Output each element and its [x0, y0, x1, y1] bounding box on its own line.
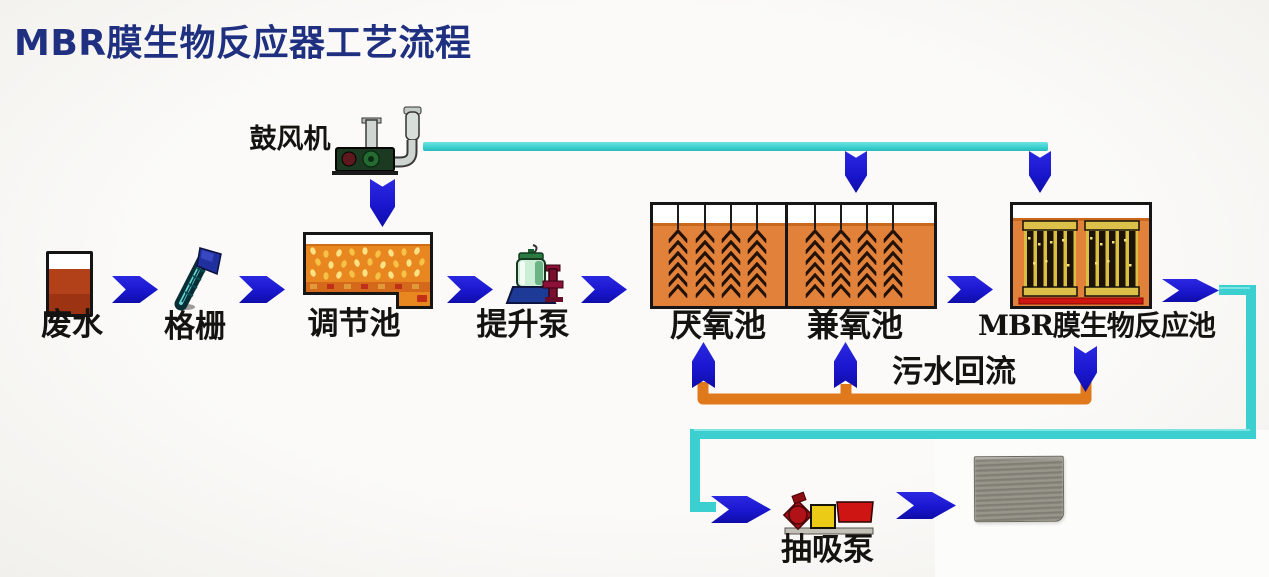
bar-screen-icon — [174, 247, 222, 311]
air-arrow-to-facultative-tank — [845, 151, 867, 193]
effluent-line — [690, 285, 1256, 512]
bio-tank-divider — [785, 205, 788, 306]
blower-icon — [332, 106, 422, 175]
mbr-membrane-modules — [1018, 220, 1144, 305]
regulating-tank — [303, 232, 433, 295]
return-arrow-from-mbr — [1074, 346, 1097, 392]
bio-tank — [650, 202, 937, 309]
effluent-photo — [973, 455, 1065, 523]
wastewater-beaker-icon — [46, 251, 93, 317]
facultative-tank-label: 兼氧池 — [806, 306, 903, 344]
mbr-tank-label: MBR膜生物反应池 — [978, 309, 1216, 342]
screen-label: 格栅 — [164, 309, 226, 345]
blower-label: 鼓风机 — [249, 124, 331, 155]
wastewater-label: 废水 — [41, 307, 103, 343]
return-flow-label: 污水回流 — [892, 354, 1016, 390]
suction-pump-label: 抽吸泵 — [781, 532, 874, 568]
anaerobic-tank-label: 厌氧池 — [669, 306, 766, 344]
lift-pump-label: 提升泵 — [476, 307, 570, 343]
suction-pump-icon — [782, 491, 874, 535]
page-title: MBR膜生物反应器工艺流程 — [14, 23, 472, 64]
air-arrow-to-mbr-tank — [1029, 151, 1051, 193]
air-line — [423, 142, 1048, 151]
regulating-tank-bubbles — [306, 247, 430, 292]
lift-pump-icon — [505, 244, 564, 304]
regulating-tank-liquid — [306, 244, 430, 292]
bio-tank-media — [668, 205, 903, 299]
return-arrow-to-anaerobic — [692, 342, 715, 388]
return-arrow-to-facultative — [834, 342, 857, 388]
flow-arrow-6 — [1162, 279, 1219, 302]
regulating-tank-label: 调节池 — [307, 306, 401, 342]
regulating-tank-outlet — [396, 292, 433, 309]
mbr-tank — [1010, 202, 1152, 309]
